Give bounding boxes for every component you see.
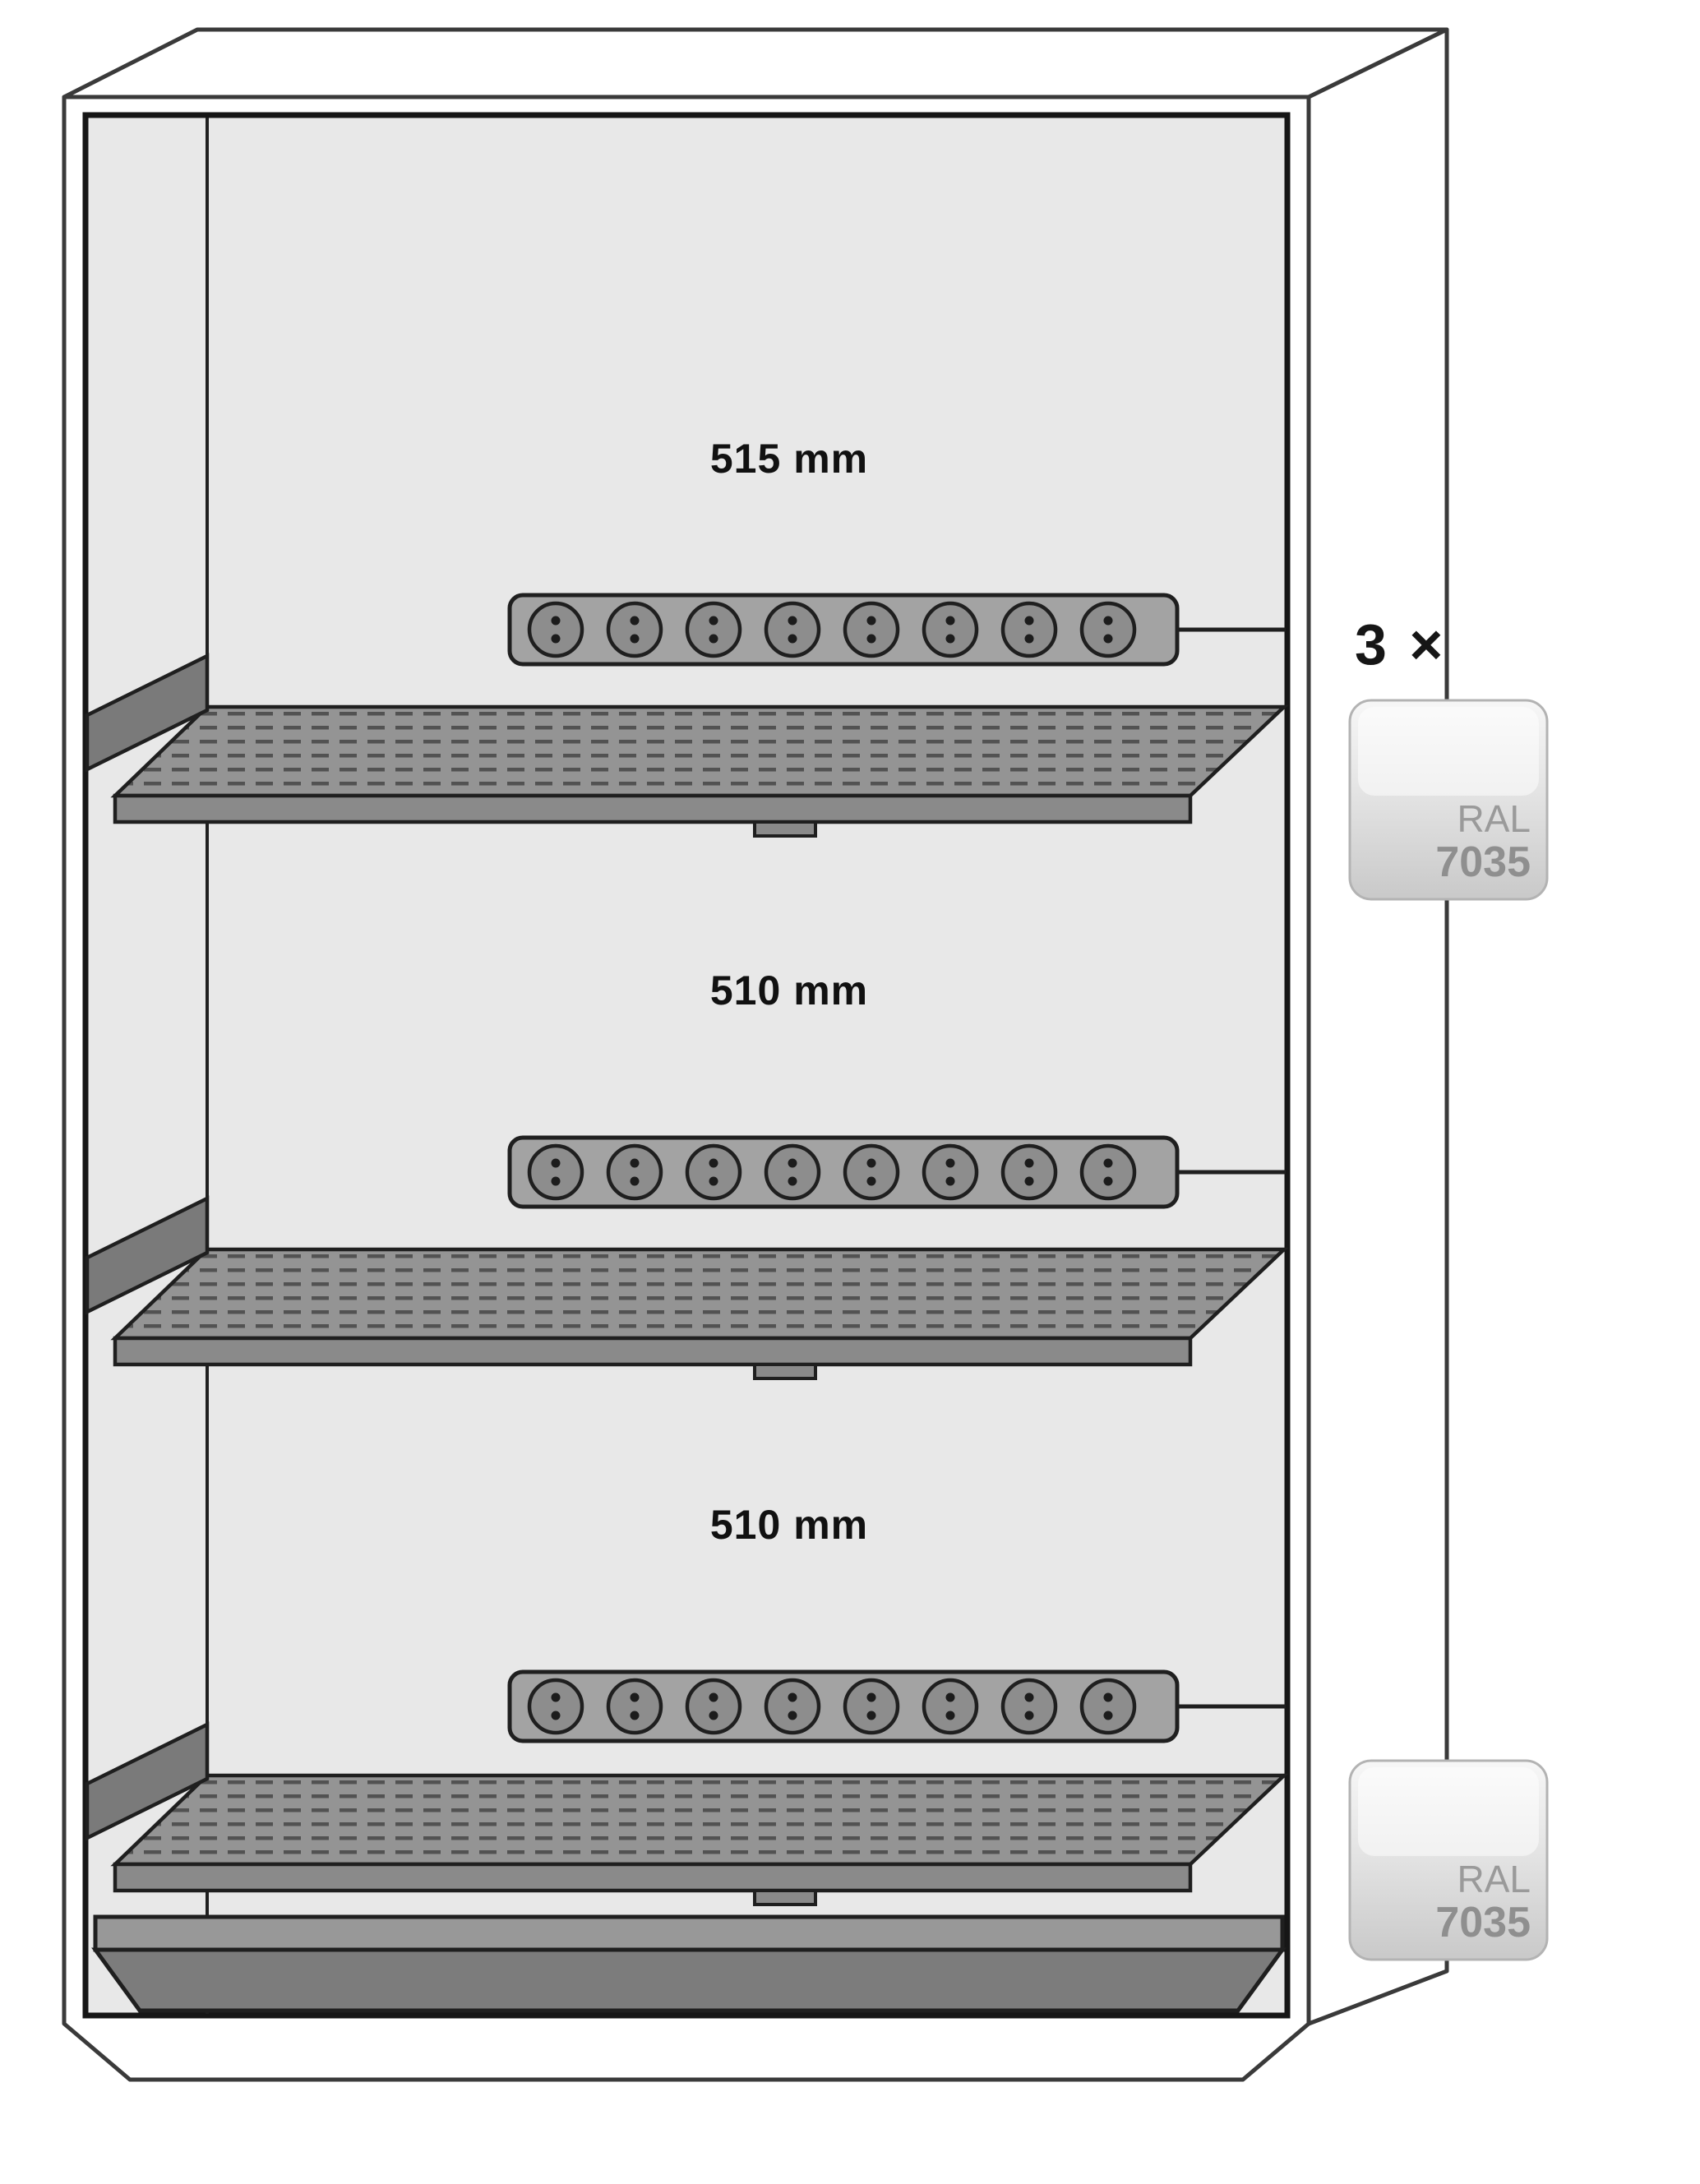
shelf-level-label-2: 510 mm — [710, 967, 868, 1014]
power-strip-3 — [510, 1672, 1286, 1741]
ral-word: RAL — [1457, 797, 1531, 840]
ral-badge-gloss — [1358, 1767, 1539, 1856]
cabinet-right-face — [1306, 27, 1449, 2026]
cabinet-top-face — [62, 27, 1449, 99]
ral-code: 7035 — [1435, 1899, 1531, 1946]
power-strip-1 — [510, 595, 1286, 664]
shelf-level-label-1: 515 mm — [710, 436, 868, 482]
annotations: 3 × RAL 7035 RAL 7035 — [1348, 612, 1549, 1961]
ral-badge-1: RAL 7035 — [1348, 699, 1549, 901]
shelf-count-label: 3 × — [1355, 612, 1446, 676]
cabinet-interior: 515 mm 510 mm 510 mm — [82, 112, 1291, 2019]
ral-badge-2: RAL 7035 — [1348, 1759, 1549, 1961]
bottom-spill-tray — [91, 1914, 1287, 2013]
shelf-level-label-3: 510 mm — [710, 1502, 868, 1548]
power-strip-2 — [510, 1138, 1286, 1207]
ral-code: 7035 — [1435, 838, 1531, 886]
ral-badge-gloss — [1358, 707, 1539, 796]
ral-word: RAL — [1457, 1858, 1531, 1900]
